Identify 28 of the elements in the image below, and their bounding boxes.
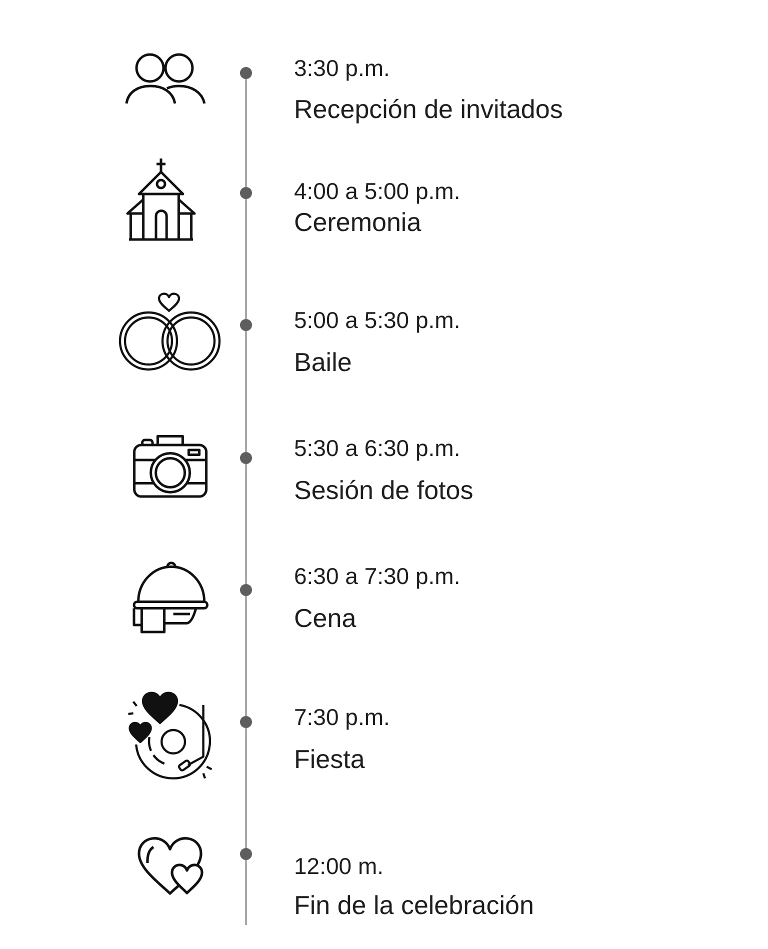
timeline-line xyxy=(245,860,247,925)
event-time: 7:30 p.m. xyxy=(294,704,390,732)
timeline-line xyxy=(245,464,247,584)
timeline-dot xyxy=(240,319,252,331)
timeline-dot xyxy=(240,452,252,464)
timeline-line xyxy=(245,596,247,716)
timeline-dot xyxy=(240,187,252,199)
timeline-dot xyxy=(240,848,252,860)
event-title: Fiesta xyxy=(294,744,365,776)
timeline-line xyxy=(245,331,247,452)
event-title: Sesión de fotos xyxy=(294,475,474,507)
event-title: Baile xyxy=(294,347,352,379)
timeline-line xyxy=(245,79,247,187)
event-time: 12:00 m. xyxy=(294,853,384,881)
event-time: 5:00 a 5:30 p.m. xyxy=(294,307,460,335)
timeline-dot xyxy=(240,67,252,79)
event-time: 3:30 p.m. xyxy=(294,55,390,83)
timeline-line xyxy=(245,199,247,319)
event-time: 5:30 a 6:30 p.m. xyxy=(294,435,460,463)
event-title: Cena xyxy=(294,603,356,635)
event-title: Ceremonia xyxy=(294,207,422,239)
event-time: 4:00 a 5:00 p.m. xyxy=(294,178,460,206)
timeline-line xyxy=(245,728,247,848)
event-time: 6:30 a 7:30 p.m. xyxy=(294,563,460,591)
event-title: Fin de la celebración xyxy=(294,890,534,922)
timeline-dot xyxy=(240,584,252,596)
event-title: Recepción de invitados xyxy=(294,94,563,126)
timeline-dot xyxy=(240,716,252,728)
